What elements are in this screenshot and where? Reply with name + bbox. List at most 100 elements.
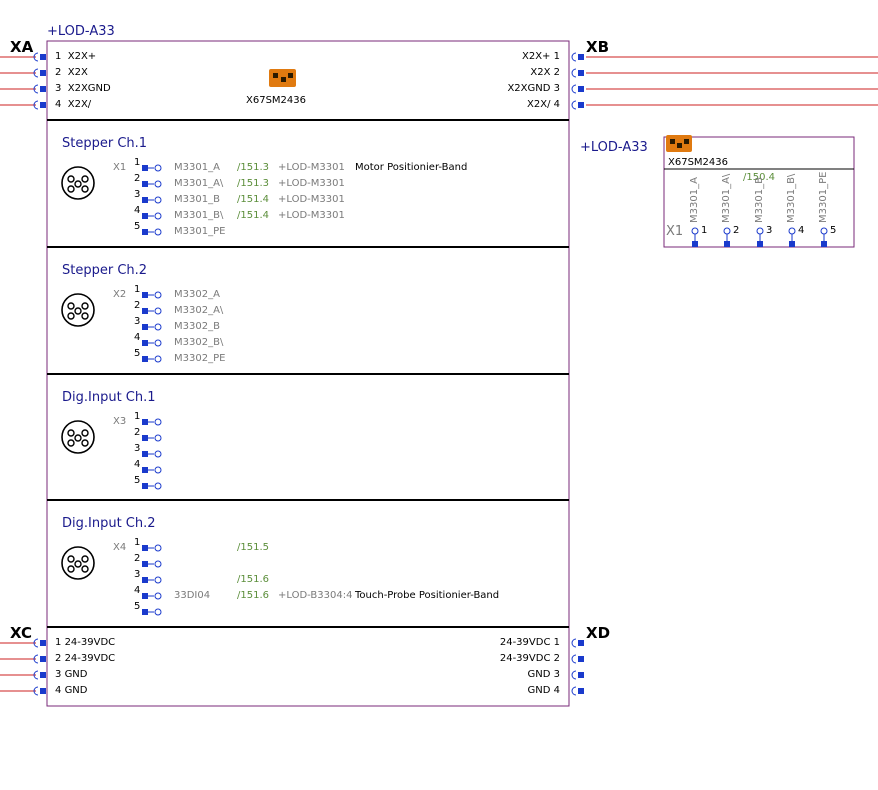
xa-pin-4: 4 X2X/	[55, 99, 92, 110]
pin-terminal-circle	[154, 434, 162, 442]
channel-signal-name: 33DI04	[174, 590, 211, 601]
channel-pin-number: 3	[134, 189, 141, 200]
channel-signal-name: M3302_A\	[174, 305, 224, 316]
channel-title: Dig.Input Ch.2	[62, 516, 156, 531]
xc-pin-2: 2 24-39VDC	[55, 653, 116, 664]
pin-terminal-circle	[154, 418, 162, 426]
crossref-terminal-circle	[691, 227, 699, 235]
channel-signal-name: M3301_A\	[174, 178, 224, 189]
xb-terminals	[571, 52, 584, 110]
pin-terminal-circle	[154, 592, 162, 600]
pin-terminal-circle	[154, 576, 162, 584]
channel-target: +LOD-M3301	[278, 178, 345, 189]
pin-terminal-square	[142, 181, 148, 187]
channel-target: +LOD-M3301	[278, 210, 345, 221]
module-logo-icon	[269, 69, 296, 87]
pin-terminal-circle	[154, 228, 162, 236]
pin-terminal-circle	[154, 450, 162, 458]
crossref-pin-number: 3	[766, 225, 773, 236]
channel-pin-number: 5	[134, 475, 141, 486]
channel-title: Stepper Ch.1	[62, 136, 148, 151]
crossref-signal: M3301_A\	[721, 173, 732, 223]
channel-target: +LOD-M3301	[278, 162, 345, 173]
channel-pin-number: 3	[134, 316, 141, 327]
pin-terminal-square	[142, 609, 148, 615]
channel-pin-terminals	[142, 164, 162, 616]
channel-pin-number: 4	[134, 205, 141, 216]
channel-pin-number: 1	[134, 537, 141, 548]
pin-terminal-square	[142, 435, 148, 441]
xb-pin-3: X2XGND 3	[507, 83, 560, 94]
channel-signal-name: M3302_A	[174, 289, 220, 300]
channel-pin-number: 1	[134, 411, 141, 422]
pin-terminal-circle	[154, 544, 162, 552]
pin-terminal-square	[142, 324, 148, 330]
xd-terminals	[571, 638, 584, 696]
xb-pin-2: X2X 2	[530, 67, 560, 78]
pin-terminal-square	[142, 165, 148, 171]
channel-pin-number: 2	[134, 553, 141, 564]
xb-wires	[586, 56, 878, 106]
channel-pin-number: 5	[134, 221, 141, 232]
pin-terminal-circle	[154, 164, 162, 172]
channel-signal-name: M3302_B\	[174, 337, 224, 348]
module-part-number: X67SM2436	[246, 95, 306, 106]
xd-pin-4: GND 4	[527, 685, 561, 696]
m12-connector-icon-ch1	[61, 166, 95, 200]
channel-pin-number: 1	[134, 284, 141, 295]
channel-port: X2	[113, 289, 127, 300]
crossref-tag: +LOD-A33	[580, 140, 648, 155]
xa-pin-1: 1 X2X+	[55, 51, 97, 62]
channel-pin-number: 5	[134, 601, 141, 612]
channel-signal-name: M3301_PE	[174, 226, 226, 237]
xa-pin-3: 3 X2XGND	[55, 83, 111, 94]
connector-xc-label: XC	[10, 624, 33, 642]
xd-pin-2: 24-39VDC 2	[499, 653, 560, 664]
pin-terminal-square	[142, 577, 148, 583]
crossref-signal: M3301_PE	[818, 171, 829, 223]
pin-terminal-square	[142, 229, 148, 235]
crossref-terminal-square	[757, 241, 763, 247]
channel-page-ref: /151.4	[237, 210, 269, 221]
channel-page-ref: /151.5	[237, 542, 269, 553]
pin-terminal-square	[142, 561, 148, 567]
xd-pin-1: 24-39VDC 1	[499, 637, 560, 648]
connector-xb-label: XB	[586, 38, 609, 56]
crossref-logo-icon	[666, 135, 692, 152]
xc-wires	[0, 642, 36, 692]
crossref-terminal-circle	[756, 227, 764, 235]
crossref-signal: M3301_B\	[786, 173, 797, 223]
module-tag: +LOD-A33	[47, 24, 115, 39]
crossref-pin-number: 5	[830, 225, 837, 236]
channel-target: +LOD-M3301	[278, 194, 345, 205]
channel-page-ref: /151.3	[237, 178, 269, 189]
pin-terminal-square	[142, 197, 148, 203]
crossref-signal: M3301_B	[754, 177, 765, 223]
pin-terminal-circle	[154, 323, 162, 331]
crossref-part-number: X67SM2436	[668, 157, 728, 168]
pin-terminal-square	[142, 593, 148, 599]
xa-wires	[0, 56, 36, 106]
channel-pin-number: 4	[134, 459, 141, 470]
crossref-pin-number: 4	[798, 225, 805, 236]
xb-pin-1: X2X+ 1	[521, 51, 560, 62]
channel-signal-name: M3301_B\	[174, 210, 224, 221]
connector-xd-label: XD	[586, 624, 611, 642]
m12-connector-icon-ch2	[61, 293, 95, 327]
channel-pin-number: 2	[134, 173, 141, 184]
channel-port: X3	[113, 416, 127, 427]
channel-signal-name: M3302_B	[174, 321, 220, 332]
pin-terminal-circle	[154, 196, 162, 204]
crossref-port: X1	[666, 224, 684, 239]
channel-description: Touch-Probe Positionier-Band	[355, 590, 500, 601]
pin-terminal-square	[142, 419, 148, 425]
xa-pin-2: 2 X2X	[55, 67, 88, 78]
m12-connector-icon-ch3	[61, 420, 95, 454]
pin-terminal-square	[142, 467, 148, 473]
channel-page-ref: /151.6	[237, 574, 269, 585]
channel-port: X4	[113, 542, 127, 553]
xb-pin-4: X2X/ 4	[527, 99, 560, 110]
pin-terminal-square	[142, 545, 148, 551]
xd-pin-3: GND 3	[527, 669, 561, 680]
